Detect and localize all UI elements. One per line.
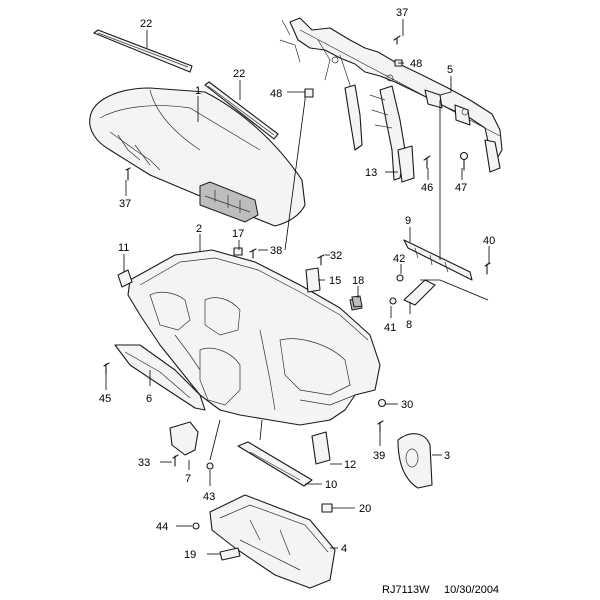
bracket-15 <box>305 267 321 293</box>
callout-2: 2 <box>196 223 202 235</box>
callout-41: 41 <box>384 322 396 334</box>
screw-44 <box>192 522 200 530</box>
callout-44: 44 <box>156 521 168 533</box>
callout-43: 43 <box>203 491 215 503</box>
screw-45 <box>103 362 110 375</box>
callout-18: 18 <box>352 275 364 287</box>
callout-20: 20 <box>359 503 371 515</box>
screw-32 <box>317 254 325 266</box>
trim-strip-22-lower <box>204 81 279 140</box>
bracket-7 <box>169 421 199 456</box>
bracket-9 <box>403 239 473 281</box>
callout-22a: 22 <box>140 18 152 30</box>
callout-38: 38 <box>270 245 282 257</box>
bolt-47 <box>459 151 469 171</box>
screw-42 <box>396 274 404 282</box>
figure-code: RJ7113W <box>382 584 430 596</box>
callout-5: 5 <box>447 64 453 76</box>
callout-15: 15 <box>329 275 341 287</box>
handle-19 <box>219 547 241 561</box>
callout-3: 3 <box>444 450 450 462</box>
cross-car-beam-5 <box>279 17 503 181</box>
callout-4: 4 <box>341 543 347 555</box>
dashboard-top-panel-1 <box>89 87 306 227</box>
figure-footer: RJ7113W 10/30/2004 <box>382 584 499 596</box>
callout-8: 8 <box>406 319 412 331</box>
callout-6: 6 <box>146 393 152 405</box>
callout-1: 1 <box>195 85 201 97</box>
callout-48b: 48 <box>270 88 282 100</box>
screw-38 <box>249 248 257 259</box>
callout-42: 42 <box>393 253 405 265</box>
callout-22b: 22 <box>233 68 245 80</box>
corner-trim-3 <box>397 433 433 489</box>
screw-41 <box>389 297 397 305</box>
callout-7: 7 <box>185 473 191 485</box>
callout-32: 32 <box>330 250 342 262</box>
clip-20 <box>321 503 333 513</box>
clip-18 <box>351 295 363 308</box>
callout-30: 30 <box>401 399 413 411</box>
clip-48-left <box>304 88 314 98</box>
callout-19: 19 <box>184 549 196 561</box>
callout-11: 11 <box>118 242 129 254</box>
callout-45: 45 <box>99 393 111 405</box>
bracket-13 <box>397 145 415 183</box>
screw-43 <box>206 462 214 470</box>
callout-17: 17 <box>232 228 244 240</box>
callout-10: 10 <box>325 479 337 491</box>
lower-bar-10 <box>237 441 313 487</box>
lower-panel-6 <box>114 344 206 411</box>
callout-40: 40 <box>483 235 495 247</box>
callout-labels: 22 22 1 37 48 48 5 13 46 47 37 11 2 17 3… <box>99 7 495 561</box>
callout-12: 12 <box>344 459 356 471</box>
callout-48a: 48 <box>410 58 422 70</box>
bracket-12 <box>311 431 331 465</box>
callout-9: 9 <box>405 215 411 227</box>
bracket-8 <box>403 279 436 306</box>
callout-37b: 37 <box>119 198 131 210</box>
callout-37a: 37 <box>396 7 408 19</box>
screw-30 <box>377 398 387 408</box>
callout-46: 46 <box>421 182 433 194</box>
screw-37-left <box>125 167 131 181</box>
callout-33: 33 <box>138 457 150 469</box>
callout-13: 13 <box>365 167 377 179</box>
screw-40 <box>484 262 491 275</box>
callout-47: 47 <box>455 182 467 194</box>
vent-11 <box>117 269 133 288</box>
dashboard-body-2 <box>127 249 381 426</box>
glove-box-4 <box>209 494 336 589</box>
bolt-37-top <box>393 35 401 45</box>
screw-33 <box>172 454 179 467</box>
trim-strip-22-upper <box>93 29 193 73</box>
bolt-46 <box>423 155 431 169</box>
clip-17 <box>233 247 243 256</box>
leader-lines <box>105 19 490 555</box>
figure-date: 10/30/2004 <box>444 584 499 596</box>
screw-39 <box>377 420 384 433</box>
callout-39: 39 <box>373 450 385 462</box>
